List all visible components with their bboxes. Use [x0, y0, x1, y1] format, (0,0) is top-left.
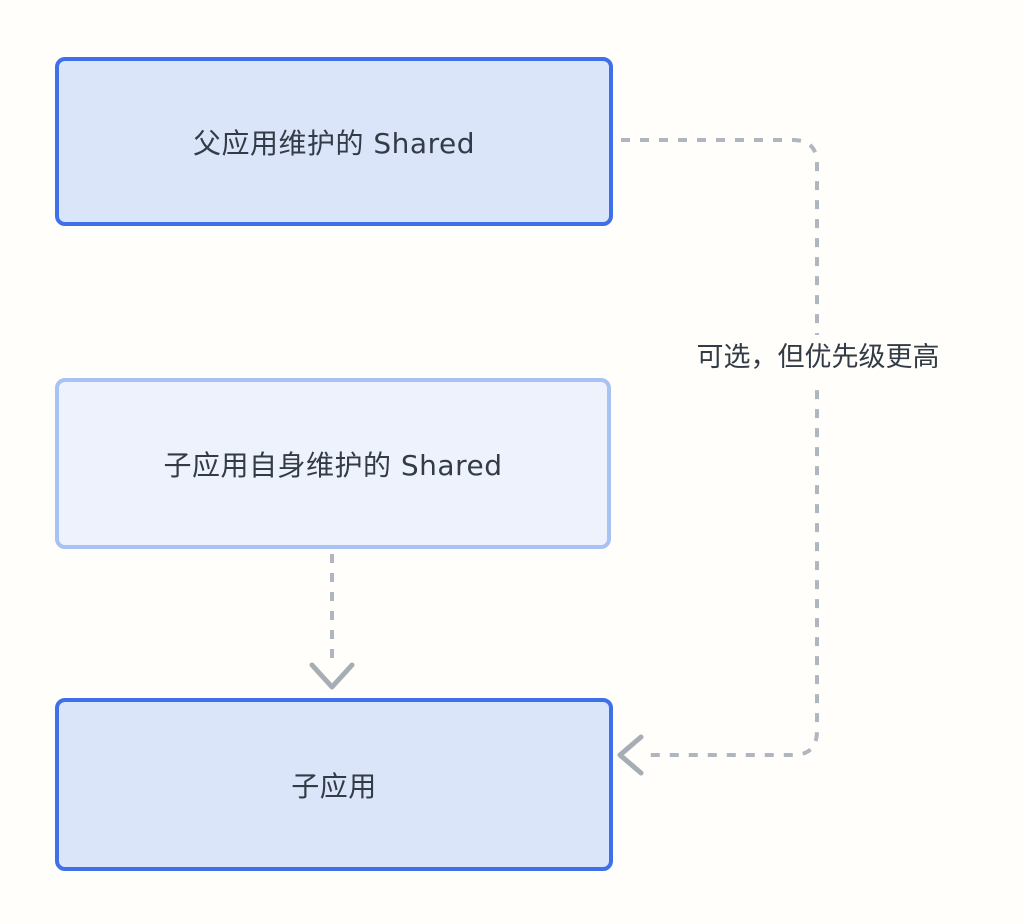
- node-child-app-label: 子应用: [291, 769, 377, 803]
- node-child-app: 子应用: [55, 698, 613, 871]
- arrowhead-down-icon: [309, 662, 355, 690]
- arrowhead-left-icon: [617, 734, 644, 776]
- node-child-shared-label: 子应用自身维护的 Shared: [163, 448, 503, 482]
- edge-label-priority-note: 可选，但优先级更高: [664, 335, 972, 381]
- node-parent-shared: 父应用维护的 Shared: [55, 57, 613, 226]
- edge-parent-shared-to-child-app: [621, 138, 819, 757]
- node-child-shared: 子应用自身维护的 Shared: [55, 378, 611, 549]
- node-parent-shared-label: 父应用维护的 Shared: [193, 126, 475, 160]
